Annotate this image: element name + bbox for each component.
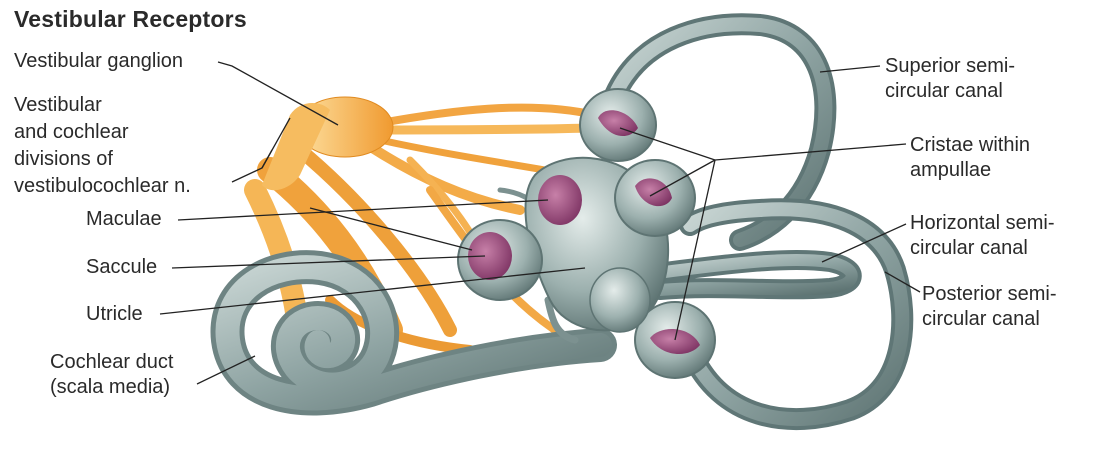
label-utricle: Utricle: [86, 303, 143, 325]
leader-lines: [159, 61, 921, 385]
label-cochlear-duct: Cochlear duct (scala media): [50, 351, 174, 398]
cochlea-shape: [210, 250, 617, 416]
vestibule-shape: [457, 88, 716, 379]
label-maculae: Maculae: [86, 208, 162, 230]
label-nerve-divisions: Vestibular and cochlear divisions of ves…: [14, 94, 191, 197]
nerve-trunk-shape: [262, 103, 330, 191]
page-title: Vestibular Receptors: [14, 6, 247, 32]
label-posterior-canal: Posterior semi- circular canal: [922, 283, 1057, 330]
label-superior-canal: Superior semi- circular canal: [885, 55, 1016, 102]
label-vestibular-ganglion: Vestibular ganglion: [14, 50, 184, 72]
label-saccule: Saccule: [86, 256, 158, 278]
semicircular-canals: [497, 13, 914, 431]
label-cristae: Cristae within ampullae: [910, 134, 1031, 181]
label-horizontal-canal: Horizontal semi- circular canal: [910, 212, 1055, 259]
